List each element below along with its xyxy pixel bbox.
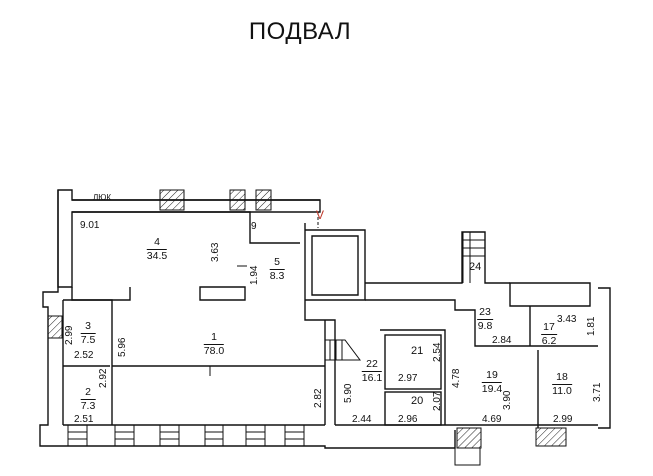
room-number: 5 — [269, 257, 285, 270]
dim-3-43: 3.43 — [557, 314, 577, 325]
room-number: 23 — [477, 306, 493, 320]
room-5: 5 8.3 — [269, 257, 285, 282]
room-number: 17 — [541, 321, 557, 335]
dim-2-07: 2.07 — [432, 391, 443, 411]
room-area: 6.2 — [541, 335, 557, 347]
room-area: 34.5 — [146, 250, 168, 262]
room-19: 19 19.4 — [481, 370, 503, 395]
dim-2-82: 2.82 — [313, 388, 324, 408]
room-number: 22 — [361, 359, 383, 372]
room-20-number: 20 — [411, 395, 424, 407]
room-2: 2 7.3 — [80, 387, 96, 412]
room-area: 7.5 — [80, 334, 96, 346]
room-area: 19.4 — [481, 383, 503, 395]
room-22: 22 16.1 — [361, 359, 383, 384]
dim-3-90: 3.90 — [502, 390, 513, 410]
room-number: 4 — [146, 237, 168, 250]
room-9-number: 9 — [251, 221, 257, 232]
marker-v: V — [316, 208, 325, 222]
room-18: 18 11.0 — [552, 372, 572, 397]
dim-2-84: 2.84 — [492, 335, 512, 346]
room-number: 18 — [552, 372, 572, 385]
room-area: 9.8 — [477, 320, 493, 332]
dim-3-63: 3.63 — [210, 242, 221, 262]
dim-2-52: 2.52 — [74, 350, 94, 361]
room-4: 4 34.5 — [146, 237, 168, 262]
floor-title: ПОДВАЛ — [248, 18, 352, 45]
room-area: 78.0 — [203, 345, 225, 357]
room-number: 3 — [80, 321, 96, 334]
dim-2-99: 2.99 — [64, 325, 75, 345]
room-area: 7.3 — [80, 400, 96, 412]
dim-2-51: 2.51 — [74, 414, 94, 425]
room-area: 11.0 — [552, 385, 572, 397]
room-number: 2 — [80, 387, 96, 400]
dim-1-94: 1.94 — [249, 265, 260, 285]
room-area: 8.3 — [269, 270, 285, 282]
dim-2-97: 2.97 — [398, 373, 418, 384]
room-17: 17 6.2 — [541, 322, 557, 347]
dim-9-01: 9.01 — [80, 220, 100, 231]
room-24-number: 24 — [469, 261, 482, 273]
dim-2-96: 2.96 — [398, 414, 418, 425]
dim-4-69: 4.69 — [482, 414, 502, 425]
room-number: 19 — [481, 370, 503, 383]
dim-4-78: 4.78 — [451, 368, 462, 388]
dim-2-92: 2.92 — [98, 368, 109, 388]
dim-1-81: 1.81 — [586, 316, 597, 336]
room-3: 3 7.5 — [80, 321, 96, 346]
dim-2-54: 2.54 — [432, 342, 443, 362]
room-1: 1 78.0 — [203, 332, 225, 357]
dim-2-44: 2.44 — [352, 414, 372, 425]
hatch-label: ЛЮК — [93, 193, 111, 202]
dim-2-99b: 2.99 — [553, 414, 573, 425]
room-23: 23 9.8 — [477, 307, 493, 332]
dim-5-96: 5.96 — [117, 337, 128, 357]
dim-3-71: 3.71 — [592, 382, 603, 402]
dim-5-90: 5.90 — [343, 383, 354, 403]
room-area: 16.1 — [361, 372, 383, 384]
room-number: 1 — [203, 332, 225, 345]
room-21-number: 21 — [411, 345, 424, 357]
